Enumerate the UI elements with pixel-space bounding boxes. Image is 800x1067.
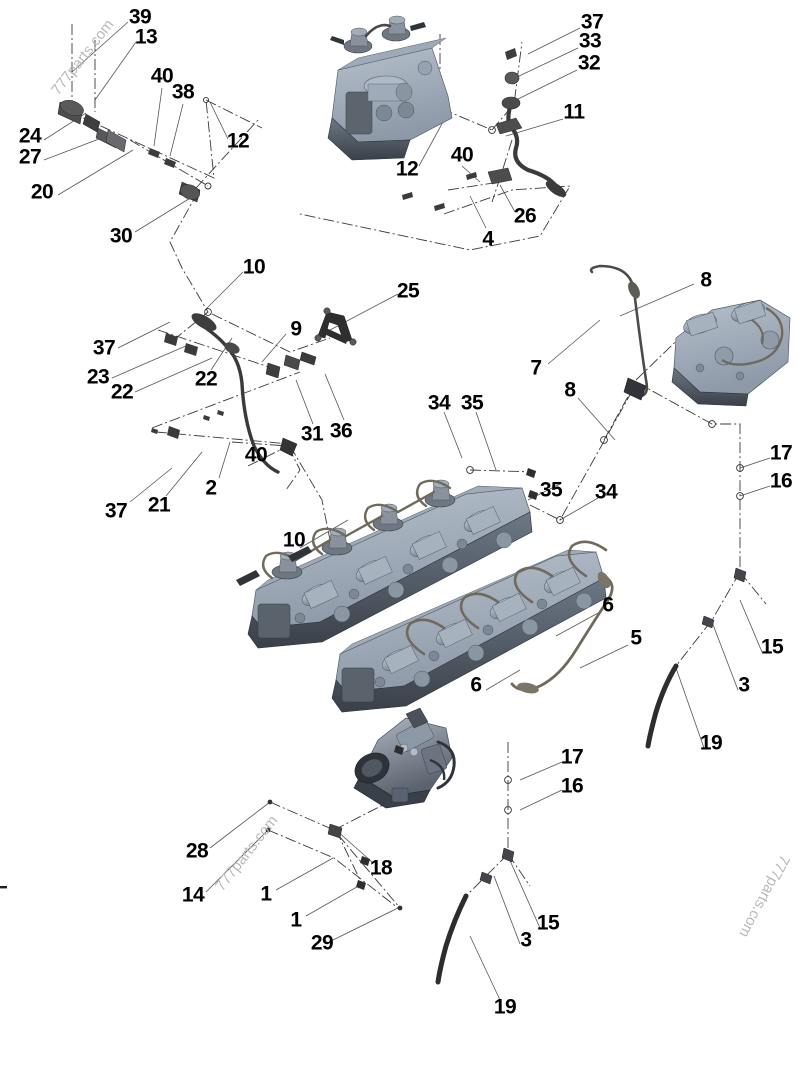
callout-16: 16: [769, 469, 793, 493]
callout-10: 10: [282, 528, 306, 552]
callout-19: 19: [699, 731, 723, 755]
callout-17: 17: [560, 745, 584, 769]
callout-4: 4: [482, 227, 494, 251]
callout-22: 22: [110, 380, 134, 404]
callout-6: 6: [470, 673, 482, 697]
callout-39: 39: [128, 5, 152, 29]
callout-15: 15: [536, 911, 560, 935]
cylinder-head-bank-upper: [236, 479, 533, 649]
callout-34: 34: [594, 480, 618, 504]
callout-31: 31: [300, 422, 324, 446]
callout-15: 15: [760, 635, 784, 659]
cylinder-head-bank-lower: [331, 540, 614, 713]
callout-30: 30: [109, 224, 133, 248]
callout-11: 11: [563, 100, 585, 124]
callout-21: 21: [147, 493, 171, 517]
hose-part-19: [435, 663, 679, 985]
callout-6: 6: [602, 593, 614, 617]
callout-2: 2: [205, 476, 217, 500]
callout-25: 25: [396, 279, 420, 303]
fuel-line-mid-left: [151, 307, 357, 474]
callout-3: 3: [520, 928, 532, 952]
callout-1: 1: [260, 882, 272, 906]
callout-27: 27: [18, 145, 42, 169]
edge-tick: [0, 886, 7, 889]
callout-29: 29: [310, 931, 334, 955]
callout-24: 24: [18, 124, 42, 148]
cylinder-block-right: [671, 299, 791, 407]
callout-16: 16: [560, 774, 584, 798]
callout-8: 8: [564, 378, 576, 402]
small-fittings-right: [202, 96, 747, 885]
callout-8: 8: [700, 268, 712, 292]
callout-28: 28: [185, 839, 209, 863]
callout-14: 14: [181, 883, 205, 907]
fuel-pump-assembly: [353, 707, 456, 809]
callout-40: 40: [150, 64, 174, 88]
callout-18: 18: [369, 856, 393, 880]
callout-20: 20: [30, 180, 54, 204]
callout-19: 19: [493, 995, 517, 1019]
linkage-top-left: [57, 99, 201, 203]
callout-7: 7: [530, 356, 542, 380]
callout-38: 38: [171, 80, 195, 104]
callout-9: 9: [290, 317, 302, 341]
callout-13: 13: [134, 25, 158, 49]
leader-lines: [43, 21, 771, 1001]
callout-36: 36: [329, 419, 353, 443]
callout-5: 5: [630, 626, 642, 650]
callout-37: 37: [580, 10, 604, 34]
callout-35: 35: [460, 391, 484, 415]
callout-33: 33: [578, 29, 602, 53]
callout-40: 40: [450, 143, 474, 167]
callout-32: 32: [577, 51, 601, 75]
hose-assembly-top-right: [402, 48, 567, 211]
small-fittings-bottom-left: [265, 799, 403, 911]
callout-34: 34: [427, 391, 451, 415]
callout-12: 12: [226, 129, 250, 153]
callout-22: 22: [194, 367, 218, 391]
callout-17: 17: [769, 441, 793, 465]
callout-37: 37: [92, 336, 116, 360]
callout-35: 35: [539, 478, 563, 502]
fuel-line-right-loop: [589, 264, 649, 401]
callout-37: 37: [104, 499, 128, 523]
callout-26: 26: [513, 204, 537, 228]
callout-12: 12: [395, 157, 419, 181]
callout-40: 40: [244, 443, 268, 467]
callout-23: 23: [86, 365, 110, 389]
callout-1: 1: [290, 908, 302, 932]
cylinder-head-block-top: [327, 15, 453, 161]
callout-3: 3: [738, 673, 750, 697]
callout-10: 10: [242, 255, 266, 279]
